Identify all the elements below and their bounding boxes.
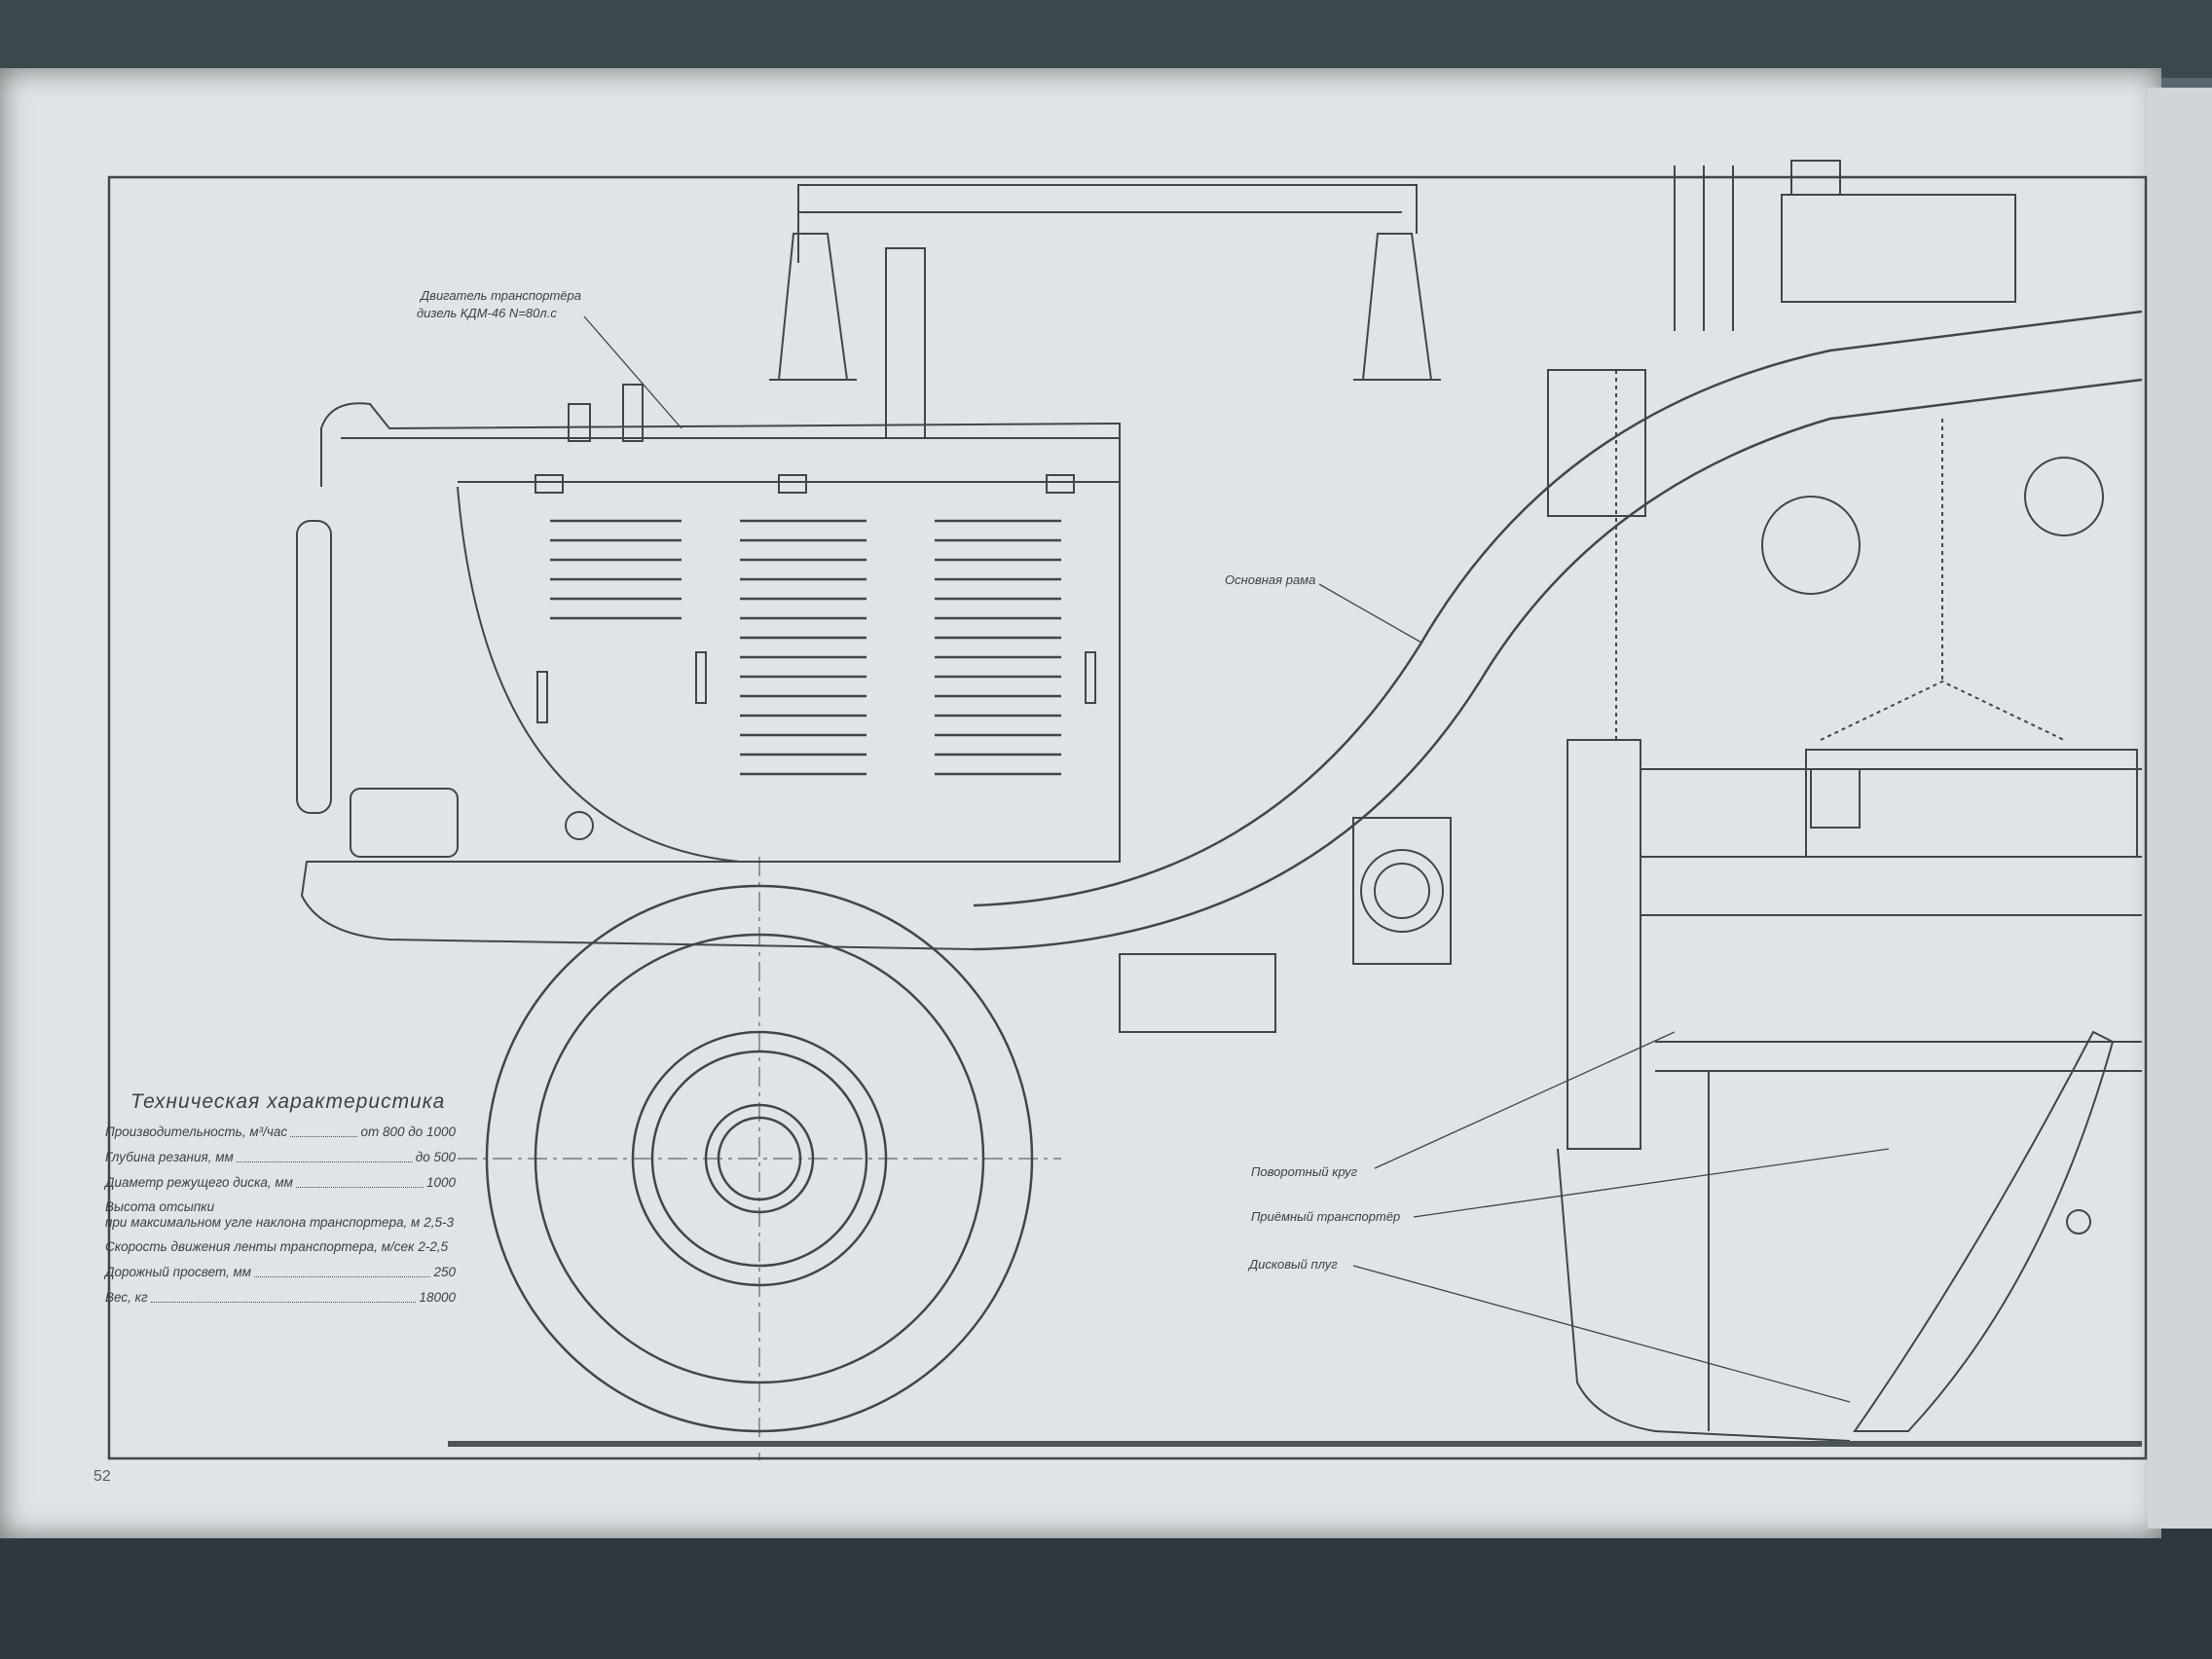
spec-label: Вес, кг xyxy=(105,1290,148,1305)
leader-dots xyxy=(236,1145,413,1162)
spec-row: Производительность, м³/час от 800 до 100… xyxy=(105,1120,456,1145)
specifications-table: Техническая характеристика Производитель… xyxy=(105,1090,456,1310)
overhead-frame xyxy=(769,184,1441,439)
specifications-title: Техническая характеристика xyxy=(130,1090,446,1113)
spec-label-continuation: при максимальном угле наклона транспорте… xyxy=(105,1215,421,1230)
spec-row: Скорость движения ленты транспортера, м/… xyxy=(105,1235,456,1260)
chain-sling xyxy=(1820,680,2065,741)
spec-row: Дорожный просвет, мм 250 xyxy=(105,1260,456,1285)
leader-lines xyxy=(583,315,1890,1403)
callout-engine-line2: дизель КДМ-46 N=80л.с xyxy=(417,306,557,320)
spec-label: Дорожный просвет, мм xyxy=(105,1265,252,1279)
callout-main-frame: Основная рама xyxy=(1225,572,1316,587)
next-page-edge xyxy=(2148,88,2212,1529)
spec-row: Высота отсыпки при максимальном угле нак… xyxy=(105,1199,456,1231)
door-latch-middle xyxy=(695,651,707,704)
page-number: 52 xyxy=(93,1468,111,1485)
table-surface-bottom xyxy=(0,1519,2212,1659)
leader-dots xyxy=(150,1285,417,1303)
spec-value: 18000 xyxy=(419,1290,456,1305)
spec-value: от 800 до 1000 xyxy=(360,1124,456,1139)
leader-dots xyxy=(290,1120,358,1137)
table-surface-top xyxy=(0,0,2212,78)
turntable-assembly xyxy=(1119,739,2142,1442)
spec-value: 250 xyxy=(433,1265,456,1279)
wheel xyxy=(458,857,1061,1460)
spec-value: 2,5-3 xyxy=(424,1215,454,1230)
spec-value: до 500 xyxy=(415,1150,456,1164)
leader-dots xyxy=(254,1260,431,1277)
disc-plow xyxy=(1853,1030,2115,1432)
drawing-sheet xyxy=(0,68,2161,1538)
spec-label: Производительность, м³/час xyxy=(105,1124,288,1139)
spec-label: Скорость движения ленты транспортера, м/… xyxy=(105,1239,415,1254)
spec-label: Глубина резания, мм xyxy=(105,1150,234,1164)
louver-grille xyxy=(550,519,1061,776)
spec-row-continuation: при максимальном угле наклона транспорте… xyxy=(105,1215,456,1231)
spec-row: Диаметр режущего диска, мм 1000 xyxy=(105,1170,456,1196)
callout-receiving-conveyor: Приёмный транспортёр xyxy=(1251,1209,1401,1224)
callout-disc-plow: Дисковый плуг xyxy=(1249,1257,1338,1272)
callout-turntable: Поворотный круг xyxy=(1251,1164,1358,1179)
spec-label: Диаметр режущего диска, мм xyxy=(105,1175,293,1190)
spec-value: 2-2,5 xyxy=(418,1239,449,1254)
leader-dots xyxy=(295,1170,424,1188)
top-right-gearbox xyxy=(1547,160,2104,595)
engine-housing xyxy=(296,384,1121,950)
spec-row: Вес, кг 18000 xyxy=(105,1285,456,1310)
spec-value: 1000 xyxy=(425,1175,456,1190)
spec-label: Высота отсыпки xyxy=(105,1199,215,1214)
spec-row: Глубина резания, мм до 500 xyxy=(105,1145,456,1170)
drawing-border xyxy=(107,175,2148,1460)
door-latch-left xyxy=(536,671,548,723)
door-latch-right xyxy=(1085,651,1096,704)
main-frame xyxy=(973,310,2143,951)
callout-engine-line1: Двигатель транспортёра xyxy=(421,288,582,303)
